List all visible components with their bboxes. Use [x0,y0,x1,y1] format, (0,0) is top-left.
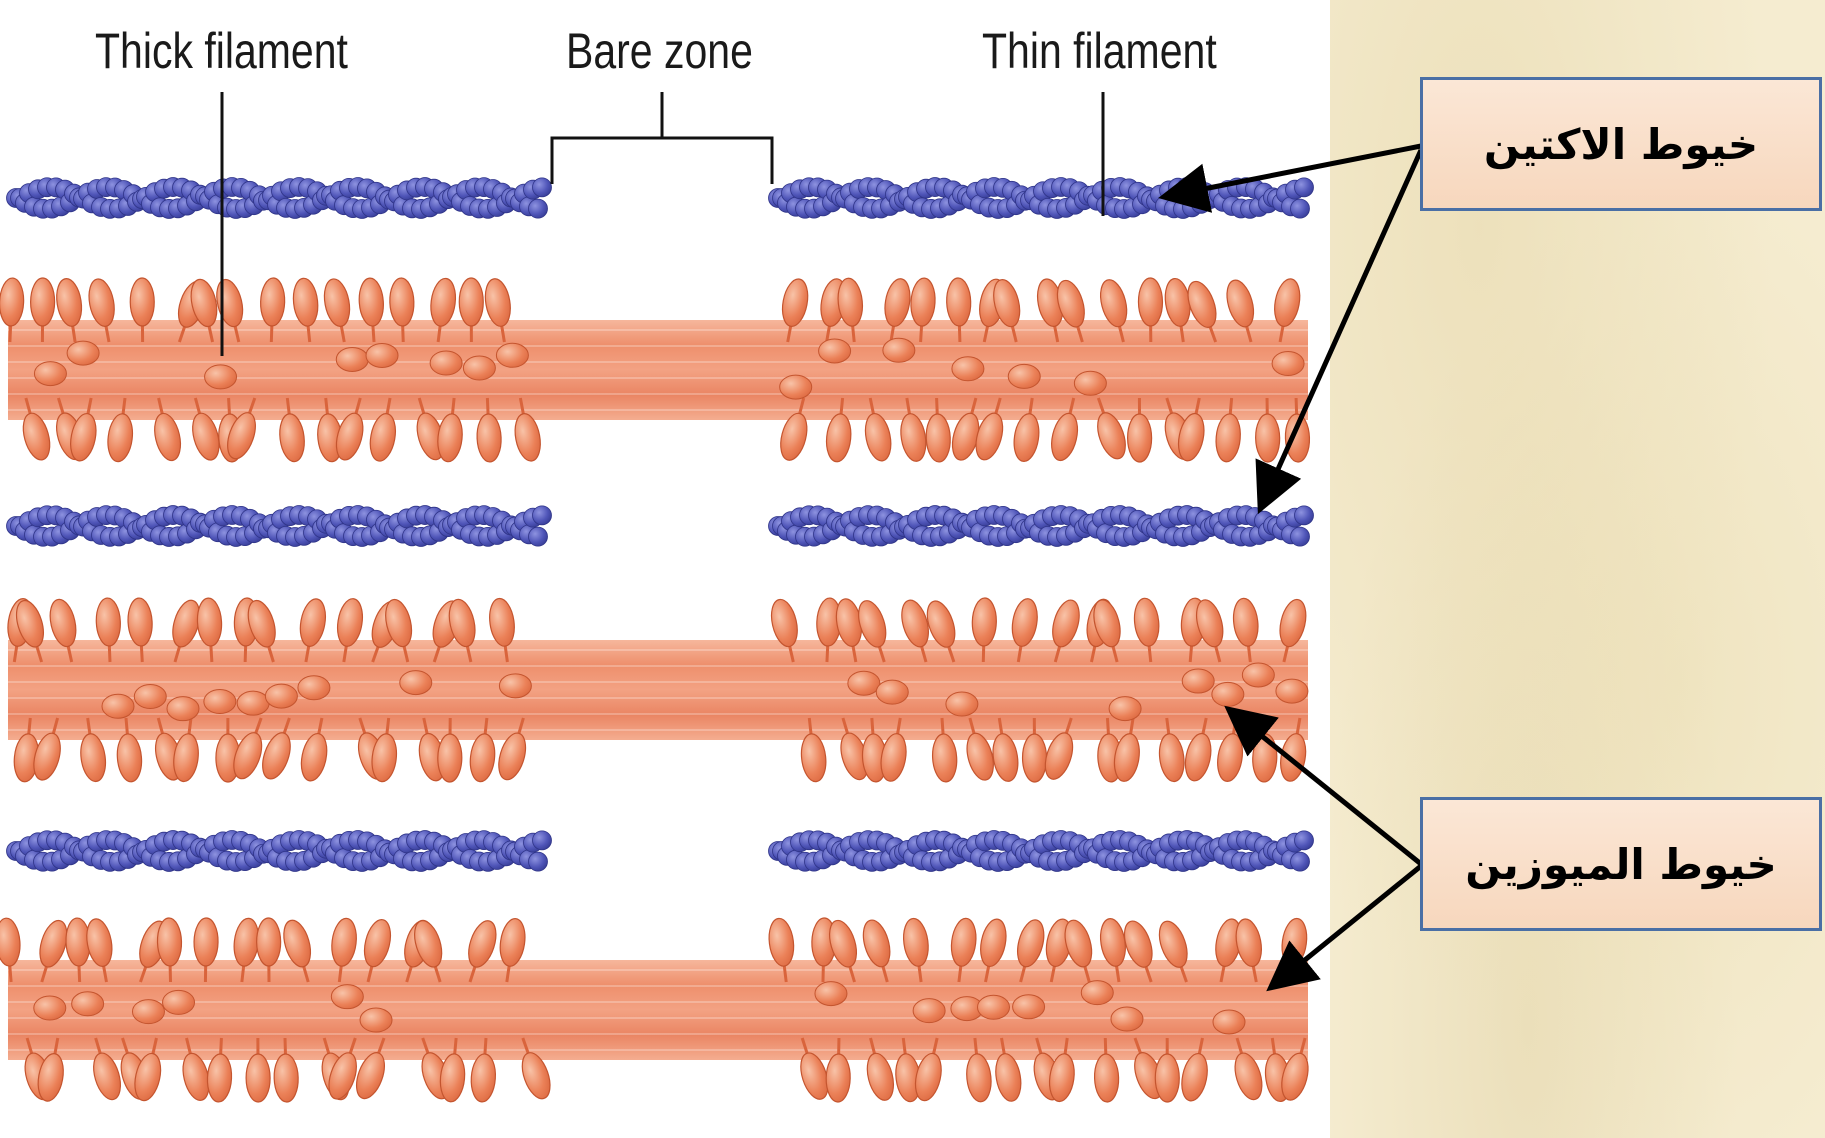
actin-callout-box: خيوط الاكتين [1420,77,1822,211]
thick-filament-label: Thick filament [95,22,348,80]
bare-zone-label: Bare zone [566,22,753,80]
myosin-callout-box: خيوط الميوزين [1420,797,1822,931]
thin-filament-actin-1 [7,178,1314,219]
bare-zone-bracket [552,92,772,184]
thick-filament-myosin-2 [2,597,1311,783]
thin-filament-actin-2 [7,506,1314,547]
thick-filament-myosin-3 [0,917,1317,1103]
thin-filament-actin-3 [7,831,1314,872]
thick-filament-myosin-1 [0,277,1310,463]
thin-filament-label: Thin filament [982,22,1217,80]
